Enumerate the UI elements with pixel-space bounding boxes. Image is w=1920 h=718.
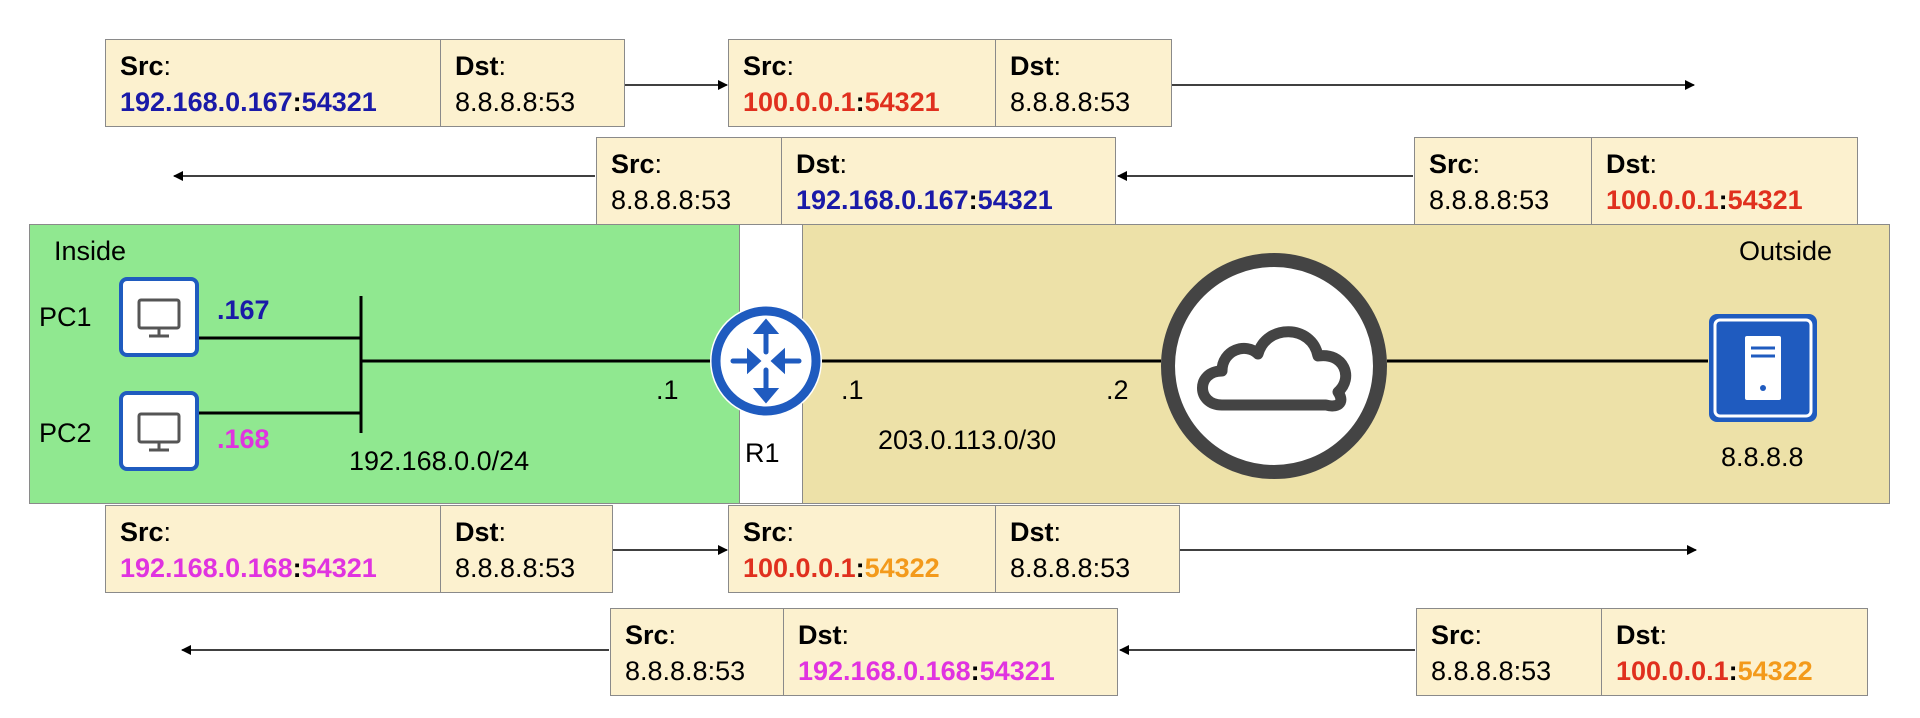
dst-address: 192.168.0.167:54321: [796, 185, 1053, 215]
pc2-label: PC2: [39, 418, 92, 448]
pc1-label: PC1: [39, 302, 92, 332]
lan-subnet-label: 192.168.0.0/24: [349, 446, 530, 476]
packet-pc1-outbound-outside: Src: 100.0.0.1:54321 Dst: 8.8.8.8:53: [728, 39, 1172, 127]
dst-cell: Dst: 192.168.0.168:54321: [783, 609, 1117, 695]
src-header: Src:: [120, 51, 172, 81]
dst-address: 100.0.0.1:54321: [1606, 185, 1803, 215]
packet-pc2-return-outside: Src: 8.8.8.8:53 Dst: 100.0.0.1:54322: [1416, 608, 1868, 696]
dst-address: 8.8.8.8:53: [455, 87, 576, 117]
src-cell: Src: 8.8.8.8:53: [1415, 138, 1591, 224]
src-cell: Src: 100.0.0.1:54321: [729, 40, 995, 126]
server-label: 8.8.8.8: [1721, 442, 1804, 472]
isp-if-label: .2: [1106, 375, 1129, 405]
dst-header: Dst:: [796, 149, 848, 179]
src-header: Src:: [1429, 149, 1481, 179]
src-header: Src:: [120, 517, 172, 547]
dst-cell: Dst: 192.168.0.167:54321: [781, 138, 1115, 224]
dst-address: 100.0.0.1:54322: [1616, 656, 1813, 686]
dst-header: Dst:: [1616, 620, 1668, 650]
src-address: 100.0.0.1:54322: [743, 553, 940, 583]
dst-header: Dst:: [455, 517, 507, 547]
src-address: 8.8.8.8:53: [625, 656, 746, 686]
packet-pc2-outbound-inside: Src: 192.168.0.168:54321 Dst: 8.8.8.8:53: [105, 505, 613, 593]
dst-header: Dst:: [1606, 149, 1658, 179]
dst-cell: Dst: 8.8.8.8:53: [440, 506, 612, 592]
dst-cell: Dst: 8.8.8.8:53: [440, 40, 624, 126]
src-address: 8.8.8.8:53: [1429, 185, 1550, 215]
dst-address: 8.8.8.8:53: [1010, 553, 1131, 583]
src-header: Src:: [743, 517, 795, 547]
packet-pc1-return-inside: Src: 8.8.8.8:53 Dst: 192.168.0.167:54321: [596, 137, 1116, 225]
pc1-host-octet: .167: [217, 295, 270, 325]
packet-pc2-outbound-outside: Src: 100.0.0.1:54322 Dst: 8.8.8.8:53: [728, 505, 1180, 593]
inside-label: Inside: [54, 236, 127, 266]
dst-cell: Dst: 8.8.8.8:53: [995, 506, 1179, 592]
server-icon: [1707, 312, 1819, 424]
src-header: Src:: [611, 149, 663, 179]
src-cell: Src: 8.8.8.8:53: [597, 138, 781, 224]
dst-header: Dst:: [1010, 517, 1062, 547]
dst-cell: Dst: 100.0.0.1:54321: [1591, 138, 1857, 224]
src-address: 8.8.8.8:53: [611, 185, 732, 215]
router-outside-if-label: .1: [841, 375, 864, 405]
internet-cloud-icon: [1161, 253, 1387, 479]
outside-label: Outside: [1739, 236, 1833, 266]
src-address: 192.168.0.168:54321: [120, 553, 377, 583]
src-header: Src:: [743, 51, 795, 81]
src-cell: Src: 192.168.0.168:54321: [106, 506, 440, 592]
src-cell: Src: 100.0.0.1:54322: [729, 506, 995, 592]
dst-address: 8.8.8.8:53: [1010, 87, 1131, 117]
src-header: Src:: [625, 620, 677, 650]
src-cell: Src: 8.8.8.8:53: [611, 609, 783, 695]
dst-header: Dst:: [1010, 51, 1062, 81]
src-cell: Src: 8.8.8.8:53: [1417, 609, 1601, 695]
pc2-host-octet: .168: [217, 424, 270, 454]
dst-cell: Dst: 8.8.8.8:53: [995, 40, 1171, 126]
packet-pc1-outbound-inside: Src: 192.168.0.167:54321 Dst: 8.8.8.8:53: [105, 39, 625, 127]
dst-header: Dst:: [798, 620, 850, 650]
pc2-monitor-icon: [119, 391, 199, 471]
wan-subnet-label: 203.0.113.0/30: [878, 425, 1057, 455]
dst-address: 192.168.0.168:54321: [798, 656, 1055, 686]
src-address: 100.0.0.1:54321: [743, 87, 940, 117]
router-label: R1: [745, 438, 780, 468]
src-address: 192.168.0.167:54321: [120, 87, 377, 117]
router-icon: [710, 305, 822, 417]
dst-header: Dst:: [455, 51, 507, 81]
src-address: 8.8.8.8:53: [1431, 656, 1552, 686]
src-cell: Src: 192.168.0.167:54321: [106, 40, 440, 126]
dst-address: 8.8.8.8:53: [455, 553, 576, 583]
router-inside-if-label: .1: [656, 375, 679, 405]
packet-pc2-return-inside: Src: 8.8.8.8:53 Dst: 192.168.0.168:54321: [610, 608, 1118, 696]
dst-cell: Dst: 100.0.0.1:54322: [1601, 609, 1867, 695]
src-header: Src:: [1431, 620, 1483, 650]
pc1-monitor-icon: [119, 277, 199, 357]
packet-pc1-return-outside: Src: 8.8.8.8:53 Dst: 100.0.0.1:54321: [1414, 137, 1858, 225]
